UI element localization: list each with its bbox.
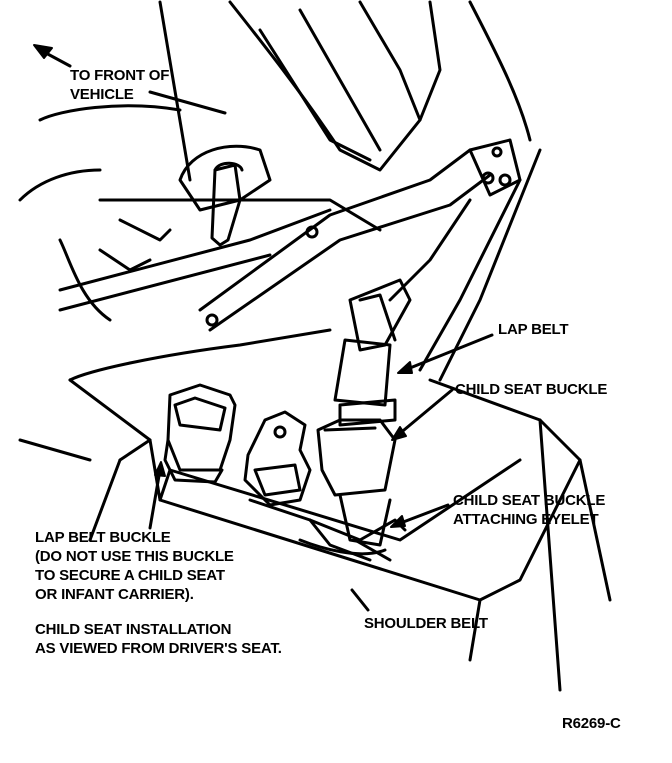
belt-assembly [248, 278, 412, 562]
seat-cushion [18, 328, 612, 692]
front-of-vehicle-label: TO FRONT OF VEHICLE [70, 66, 169, 104]
seat-back [18, 0, 532, 202]
eyelet-label-line-1: CHILD SEAT BUCKLE [453, 492, 606, 509]
front-label-line-1: TO FRONT OF [70, 67, 170, 84]
caption-line-1: CHILD SEAT INSTALLATION [35, 621, 232, 638]
lap-belt-buckle-label: LAP BELT BUCKLE (DO NOT USE THIS BUCKLE … [35, 528, 234, 604]
lap-belt-buckle-line-2: (DO NOT USE THIS BUCKLE [35, 548, 234, 565]
front-label-line-2: VEHICLE [70, 86, 134, 103]
front-direction-arrow [33, 44, 227, 115]
lap-belt-buckle-line-3: TO SECURE A CHILD SEAT [35, 567, 225, 584]
lap-belt-buckle-line-4: OR INFANT CARRIER). [35, 586, 194, 603]
caption-line-2: AS VIEWED FROM DRIVER'S SEAT. [35, 640, 282, 657]
child-seat-buckle-label: CHILD SEAT BUCKLE [455, 381, 608, 398]
seat-frame [58, 138, 542, 382]
eyelet-label: CHILD SEAT BUCKLE ATTACHING EYELET [453, 491, 605, 529]
lap-belt-buckle-shape [163, 383, 237, 484]
caption: CHILD SEAT INSTALLATION AS VIEWED FROM D… [35, 620, 282, 658]
shoulder-belt-label: SHOULDER BELT [364, 615, 488, 632]
figure-id: R6269-C [562, 715, 621, 732]
lap-belt-label: LAP BELT [498, 321, 569, 338]
lap-belt-buckle-line-1: LAP BELT BUCKLE [35, 529, 171, 546]
leader-lines [148, 333, 494, 612]
eyelet-plate-shape [243, 410, 312, 507]
eyelet-label-line-2: ATTACHING EYELET [453, 511, 599, 528]
